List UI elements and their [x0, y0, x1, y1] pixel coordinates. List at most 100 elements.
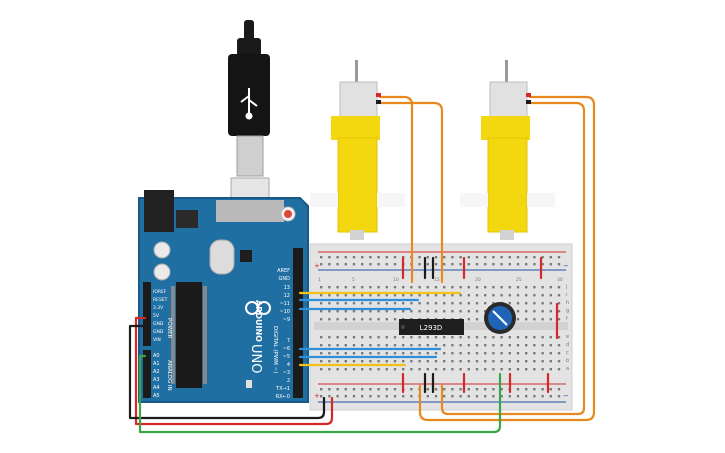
breadboard-hole[interactable] [492, 352, 495, 355]
breadboard-hole[interactable] [557, 388, 561, 391]
breadboard-hole[interactable] [369, 294, 372, 297]
breadboard-hole[interactable] [426, 336, 429, 339]
breadboard-hole[interactable] [475, 368, 479, 371]
breadboard-hole[interactable] [434, 336, 438, 339]
usb-cable[interactable] [228, 20, 270, 219]
breadboard-hole[interactable] [361, 302, 364, 305]
breadboard-hole[interactable] [525, 336, 528, 339]
breadboard-hole[interactable] [393, 336, 397, 339]
breadboard-hole[interactable] [443, 302, 446, 305]
breadboard-hole[interactable] [557, 294, 561, 297]
breadboard-hole[interactable] [393, 256, 397, 259]
breadboard-hole[interactable] [459, 263, 462, 266]
breadboard-hole[interactable] [516, 344, 520, 347]
breadboard-hole[interactable] [328, 395, 331, 398]
breadboard-hole[interactable] [508, 294, 511, 297]
breadboard-hole[interactable] [385, 256, 388, 259]
breadboard-hole[interactable] [410, 344, 413, 347]
breadboard-hole[interactable] [533, 336, 536, 339]
breadboard-hole[interactable] [459, 395, 462, 398]
breadboard-hole[interactable] [525, 263, 528, 266]
breadboard-hole[interactable] [393, 263, 397, 266]
breadboard-hole[interactable] [492, 263, 495, 266]
breadboard-hole[interactable] [549, 302, 552, 305]
breadboard-hole[interactable] [377, 336, 380, 339]
breadboard-hole[interactable] [410, 388, 413, 391]
breadboard-hole[interactable] [344, 395, 347, 398]
breadboard-hole[interactable] [516, 352, 520, 355]
breadboard-hole[interactable] [336, 263, 339, 266]
breadboard-hole[interactable] [385, 263, 388, 266]
breadboard-hole[interactable] [557, 318, 561, 321]
breadboard-hole[interactable] [434, 360, 438, 363]
breadboard-hole[interactable] [459, 360, 462, 363]
breadboard-hole[interactable] [508, 286, 511, 289]
breadboard-hole[interactable] [467, 395, 470, 398]
breadboard-hole[interactable] [328, 256, 331, 259]
breadboard-hole[interactable] [508, 352, 511, 355]
breadboard-hole[interactable] [361, 286, 364, 289]
breadboard-hole[interactable] [500, 294, 503, 297]
breadboard-hole[interactable] [434, 352, 438, 355]
breadboard-hole[interactable] [377, 318, 380, 321]
breadboard-hole[interactable] [475, 336, 479, 339]
breadboard-hole[interactable] [443, 256, 446, 259]
breadboard-hole[interactable] [443, 368, 446, 371]
breadboard-hole[interactable] [492, 336, 495, 339]
breadboard-hole[interactable] [541, 344, 544, 347]
breadboard-hole[interactable] [541, 352, 544, 355]
breadboard-hole[interactable] [525, 388, 528, 391]
breadboard-hole[interactable] [533, 395, 536, 398]
breadboard-hole[interactable] [344, 294, 347, 297]
breadboard-hole[interactable] [344, 286, 347, 289]
breadboard-hole[interactable] [475, 344, 479, 347]
breadboard-hole[interactable] [385, 318, 388, 321]
breadboard-hole[interactable] [541, 318, 544, 321]
breadboard-hole[interactable] [516, 368, 520, 371]
breadboard-hole[interactable] [533, 368, 536, 371]
breadboard-hole[interactable] [344, 263, 347, 266]
breadboard-hole[interactable] [385, 302, 388, 305]
breadboard-hole[interactable] [410, 286, 413, 289]
breadboard-hole[interactable] [344, 318, 347, 321]
breadboard-hole[interactable] [369, 310, 372, 313]
breadboard-hole[interactable] [484, 395, 487, 398]
breadboard-hole[interactable] [467, 256, 470, 259]
breadboard-hole[interactable] [533, 294, 536, 297]
breadboard-hole[interactable] [475, 318, 479, 321]
breadboard-hole[interactable] [377, 395, 380, 398]
breadboard-hole[interactable] [508, 302, 511, 305]
breadboard-hole[interactable] [426, 368, 429, 371]
breadboard-hole[interactable] [402, 302, 405, 305]
breadboard-hole[interactable] [385, 368, 388, 371]
breadboard-hole[interactable] [557, 368, 561, 371]
breadboard-hole[interactable] [549, 360, 552, 363]
breadboard-hole[interactable] [492, 368, 495, 371]
breadboard-hole[interactable] [500, 352, 503, 355]
breadboard-hole[interactable] [549, 344, 552, 347]
breadboard-hole[interactable] [549, 310, 552, 313]
breadboard-hole[interactable] [451, 256, 454, 259]
breadboard-hole[interactable] [369, 302, 372, 305]
breadboard-hole[interactable] [336, 388, 339, 391]
breadboard-hole[interactable] [352, 368, 356, 371]
breadboard-hole[interactable] [451, 302, 454, 305]
breadboard-hole[interactable] [508, 263, 511, 266]
breadboard-hole[interactable] [475, 310, 479, 313]
breadboard-hole[interactable] [434, 395, 438, 398]
breadboard-hole[interactable] [525, 360, 528, 363]
breadboard-hole[interactable] [443, 352, 446, 355]
breadboard-hole[interactable] [336, 344, 339, 347]
breadboard-hole[interactable] [484, 256, 487, 259]
breadboard-hole[interactable] [500, 344, 503, 347]
breadboard-hole[interactable] [385, 395, 388, 398]
breadboard-hole[interactable] [385, 336, 388, 339]
breadboard-hole[interactable] [443, 263, 446, 266]
breadboard-hole[interactable] [541, 310, 544, 313]
breadboard-hole[interactable] [443, 395, 446, 398]
breadboard-hole[interactable] [500, 256, 503, 259]
breadboard-hole[interactable] [541, 360, 544, 363]
breadboard-hole[interactable] [434, 388, 438, 391]
breadboard-hole[interactable] [344, 360, 347, 363]
breadboard-hole[interactable] [385, 294, 388, 297]
